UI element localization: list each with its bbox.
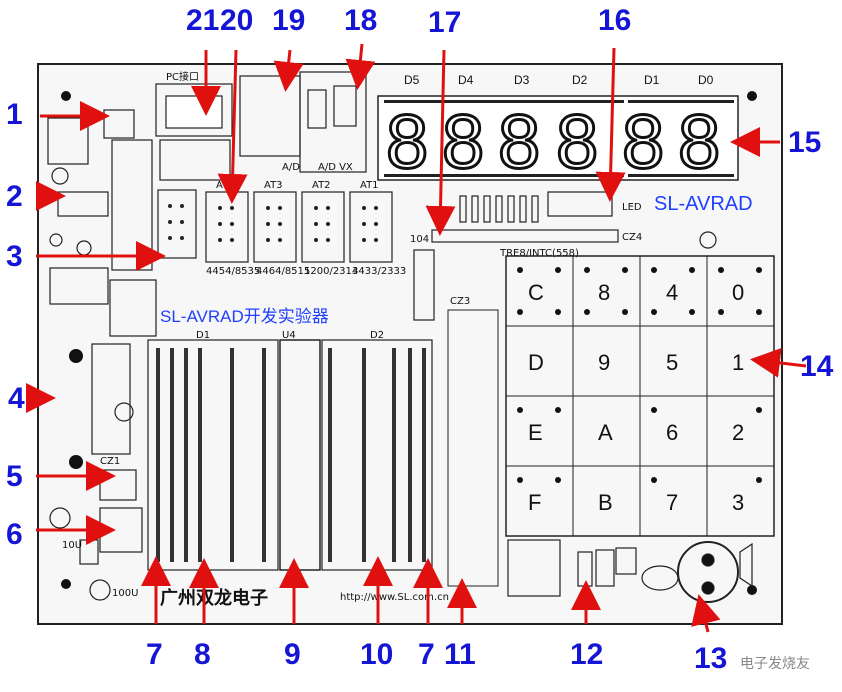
keypad-grid [506, 256, 774, 536]
callout-17: 17 [428, 6, 461, 39]
callout-3: 3 [6, 240, 23, 273]
callout-19: 19 [272, 4, 305, 37]
display-digit-d2: 8 [556, 100, 598, 185]
d1-label: D1 [196, 330, 210, 341]
digit-label-d0: D0 [698, 73, 714, 87]
key-9[interactable]: 9 [598, 350, 610, 375]
chip-label: TRE8/INTC(558) [499, 248, 579, 259]
callout-14: 14 [800, 350, 834, 383]
seven-segment-display [377, 95, 739, 181]
at1-label: AT1 [360, 180, 379, 191]
led-label: LED [622, 202, 642, 213]
ad-label: A/D [282, 162, 300, 173]
at2-label: AT2 [312, 180, 331, 191]
callout-21: 21 [186, 4, 219, 37]
digit-label-d4: D4 [458, 73, 474, 87]
key-7[interactable]: 7 [666, 490, 678, 515]
led-resistor-array [459, 191, 613, 223]
callout-15: 15 [788, 126, 821, 159]
key-b[interactable]: B [598, 490, 613, 515]
callout-1: 1 [6, 98, 23, 131]
digit-label-d5: D5 [404, 73, 420, 87]
key-6[interactable]: 6 [666, 420, 678, 445]
cz1-label: CZ1 [100, 456, 120, 467]
callout-2: 2 [6, 180, 23, 213]
callout-7-right: 7 [418, 638, 435, 671]
at3-label: AT3 [264, 180, 283, 191]
key-5[interactable]: 5 [666, 350, 678, 375]
key-3[interactable]: 3 [732, 490, 744, 515]
cz3-label: CZ3 [450, 296, 470, 307]
key-c[interactable]: C [528, 280, 544, 305]
at2-package: 1200/2313 [304, 266, 358, 277]
callout-16: 16 [598, 4, 631, 37]
cap-100u-label: 100U [112, 588, 138, 599]
d2-label: D2 [370, 330, 384, 341]
callout-6: 6 [6, 518, 23, 551]
callout-10: 10 [360, 638, 393, 671]
key-8[interactable]: 8 [598, 280, 610, 305]
key-1[interactable]: 1 [732, 350, 744, 375]
cap-104-label: 104 [410, 234, 429, 245]
callout-7-left: 7 [146, 638, 163, 671]
advx-label: A/D VX [318, 162, 353, 173]
u4-label: U4 [282, 330, 296, 341]
website-url: http://www.SL.com.cn [340, 592, 449, 603]
cap-10u-label: 10U [62, 540, 82, 551]
watermark: 电子发烧友 [740, 656, 810, 672]
at-socket-pins [168, 204, 378, 242]
company-name: 广州双龙电子 [160, 587, 268, 609]
display-digits: 8 8 8 8 8 8 [385, 99, 722, 187]
key-0[interactable]: 0 [732, 280, 744, 305]
key-d[interactable]: D [528, 350, 544, 375]
digit-label-d3: D3 [514, 73, 530, 87]
prototype-holes [156, 348, 426, 562]
mounting-holes [61, 91, 757, 595]
digit-label-d2: D2 [572, 73, 588, 87]
at-sockets [157, 189, 393, 263]
digit-label-d1: D1 [644, 73, 660, 87]
keypad-pads [517, 267, 762, 483]
callout-numbers: 1 2 3 4 5 6 7 8 9 10 7 11 12 13 14 15 16… [6, 4, 834, 675]
digit-labels: D5 D4 D3 D2 D1 D0 [404, 73, 714, 87]
header-connector [431, 229, 619, 243]
callout-5: 5 [6, 460, 23, 493]
cz4-label: CZ4 [622, 232, 642, 243]
key-e[interactable]: E [528, 420, 543, 445]
callout-arrows [26, 43, 807, 633]
key-2[interactable]: 2 [732, 420, 744, 445]
key-f[interactable]: F [528, 490, 541, 515]
display-digit-d0: 8 [678, 100, 720, 185]
key-4[interactable]: 4 [666, 280, 678, 305]
cz3-header [413, 249, 435, 321]
at1-package: 4433/2333 [352, 266, 406, 277]
callout-11: 11 [444, 638, 476, 671]
callout-4: 4 [8, 382, 25, 415]
callout-13: 13 [694, 642, 727, 675]
at4-package: 4454/8535 [206, 266, 260, 277]
callout-18: 18 [344, 4, 377, 37]
pc-port-label: PC接口 [166, 70, 199, 83]
display-pins [384, 100, 734, 177]
at3-package: 4464/8515 [256, 266, 310, 277]
callout-8: 8 [194, 638, 211, 671]
board-title: SL-AVRAD开发实验器 [160, 307, 329, 326]
display-digit-d3: 8 [498, 100, 540, 185]
key-a[interactable]: A [598, 420, 613, 445]
brand-label: SL-AVRAD [654, 193, 753, 215]
display-digit-d4: 8 [442, 100, 484, 185]
display-digit-d1: 8 [622, 100, 664, 185]
display-digit-d5: 8 [386, 100, 428, 185]
callout-9: 9 [284, 638, 301, 671]
callout-12: 12 [570, 638, 603, 671]
callout-20: 20 [220, 4, 253, 37]
keypad-keys: C 8 4 0 D 9 5 1 E A 6 2 F B 7 3 [528, 280, 744, 515]
